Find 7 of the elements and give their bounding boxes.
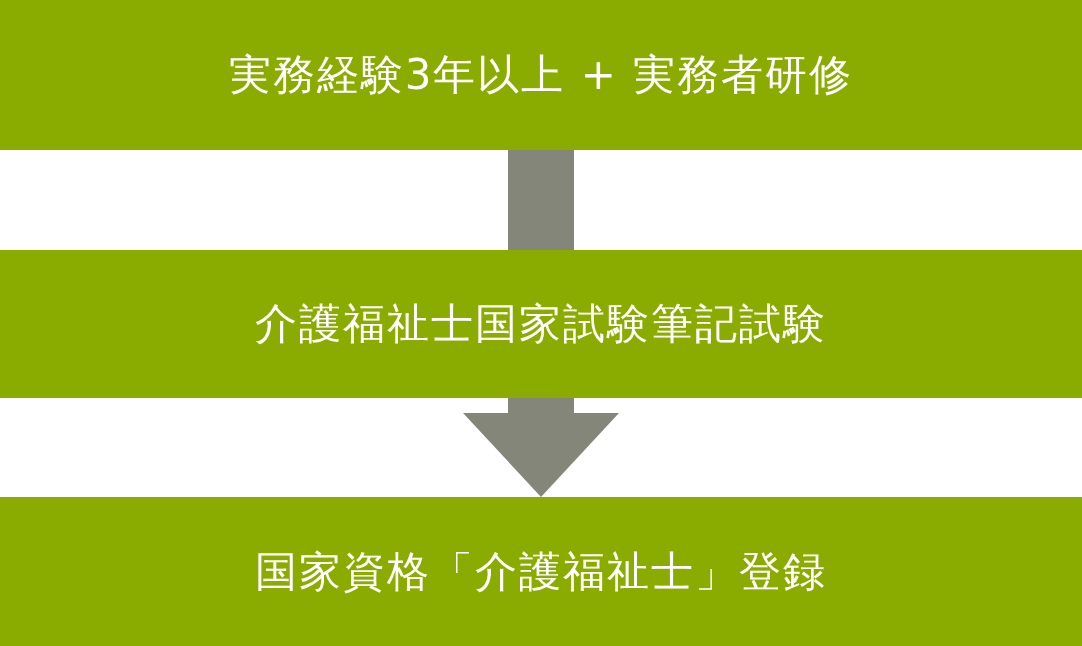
process-box xyxy=(0,250,1082,398)
process-box xyxy=(0,0,1082,150)
process-box xyxy=(0,497,1082,646)
step-label: 介護福祉士国家試験筆記試験 xyxy=(255,298,827,350)
step-label: 国家資格「介護福祉士」登録 xyxy=(255,545,827,598)
block-arrow xyxy=(463,398,619,497)
step-label: 実務経験3年以上 + 実務者研修 xyxy=(228,49,854,101)
